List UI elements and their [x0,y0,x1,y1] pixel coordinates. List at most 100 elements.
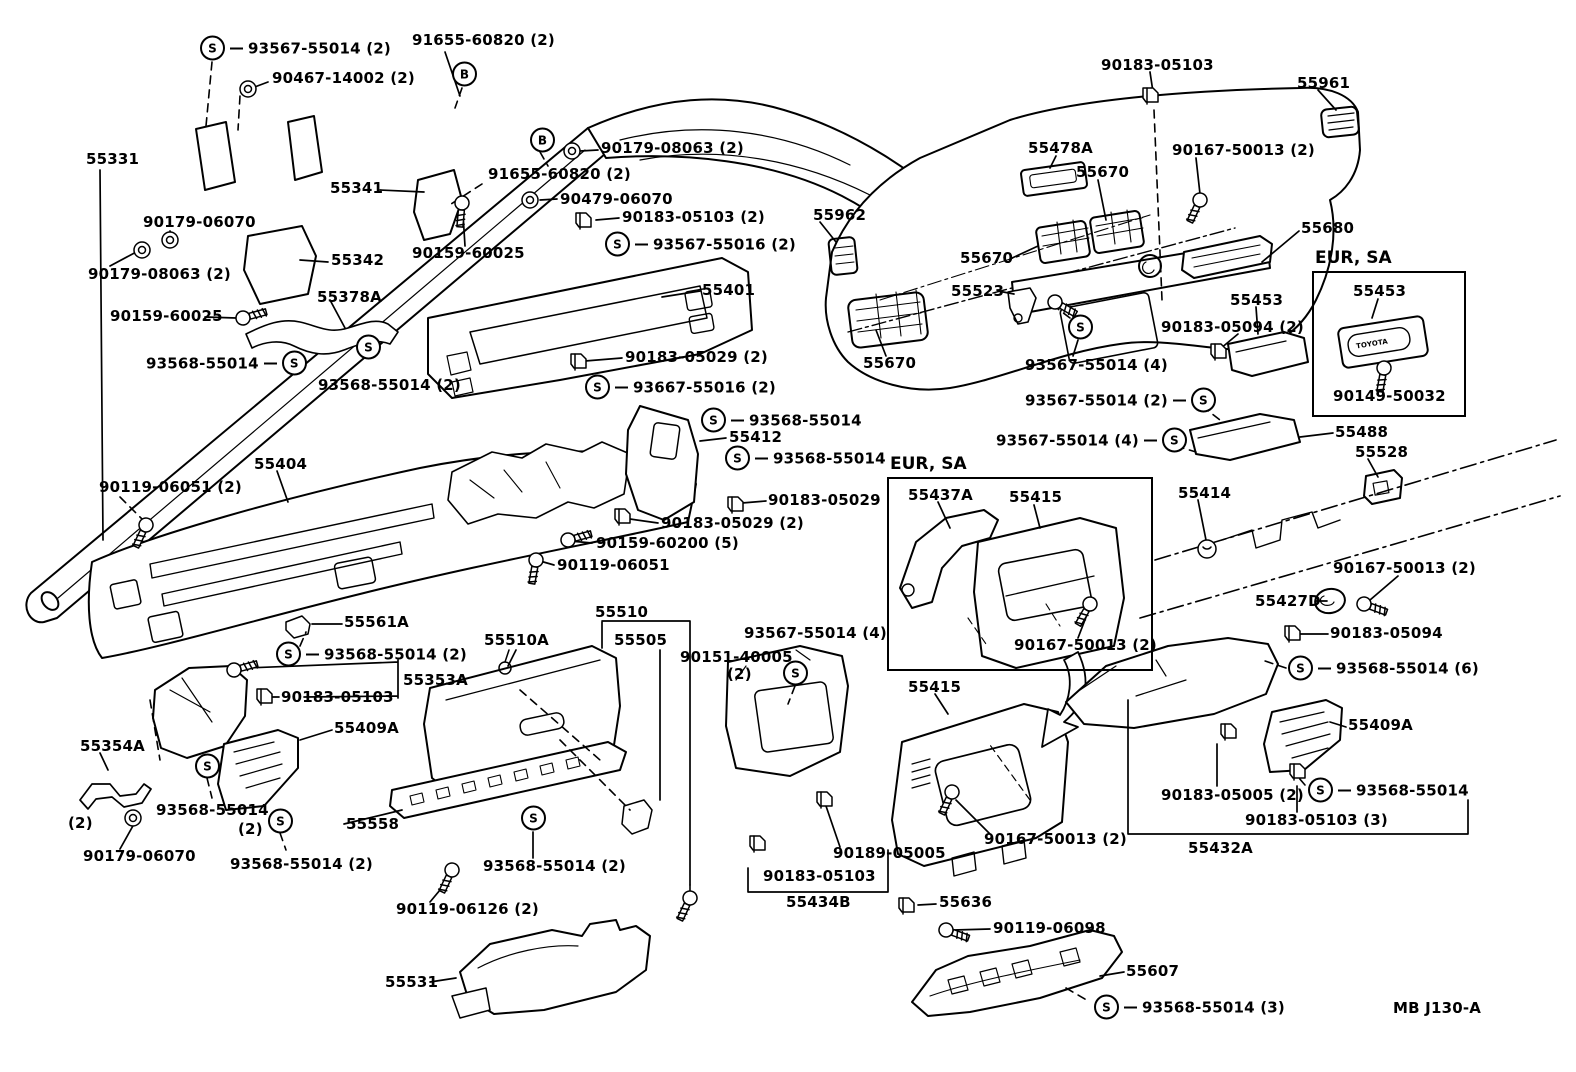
part-number-text: 90179-06070 [143,213,256,231]
part-number-text: 90183-05103 [1101,56,1214,74]
part-number-text: 93567-55014 (2) [248,39,391,57]
part-label: 93568-55014 (2) [318,376,461,394]
drawing-code: MB J130-A [1393,999,1481,1017]
b-marker-icon: B [452,61,477,87]
part-label: 55354A [80,737,145,755]
part-number-text: (2) [238,820,263,838]
part-label: 90167-50013 (2) [1333,559,1476,577]
part-55401-drawing [428,258,752,398]
part-label: 55427D [1255,592,1321,610]
part-label: 90119-06051 (2) [99,478,242,496]
part-label: 90189-05005 [833,844,946,862]
part-label: 55478A [1028,139,1093,157]
part-number-text: (2) [68,814,93,832]
part-label: 55453 [1353,282,1406,300]
part-label: 90183-05103 (2) [622,208,765,226]
part-label: 90183-05094 (2) [1161,318,1304,336]
part-label: 55412 [729,428,782,446]
part-number-text: 93568-55014 (2) [324,645,467,663]
part-number-text: 90167-50013 (2) [1014,636,1157,654]
part-label: (2) [727,665,752,683]
b-marker-icon: B [452,61,477,87]
part-number-text: MB J130-A [1393,999,1482,1017]
s-marker-icon: S [521,805,546,831]
part-label: 90479-06070 [560,190,673,208]
part-label: 90119-06126 (2) [396,900,539,918]
part-number-text: 91655-60820 (2) [488,165,631,183]
b-marker-icon: B [530,127,555,153]
part-number-text: 55636 [939,893,993,911]
part-number-text: 93568-55014 [773,449,886,467]
part-number-text: 90183-05005 (2) [1161,786,1304,804]
part-number-text: 55415 [1009,488,1063,506]
part-number-text: 55528 [1355,443,1409,461]
part-number-text: 55478A [1028,139,1093,157]
part-number-text: 93568-55014 [146,354,259,372]
part-label: 90149-50032 [1333,387,1446,405]
part-label: 93567-55014 (4) [744,624,887,642]
part-number-text: 93567-55014 (2) [1025,391,1168,409]
part-dash-upper-drawing [826,88,1360,390]
s-marker-icon: S [276,641,301,667]
part-label: 55670 [960,249,1013,267]
s-marker-icon: S [585,374,610,400]
part-number-text: 90183-05094 (2) [1161,318,1304,336]
part-label: 90183-05094 [1330,624,1443,642]
s-marker-icon: S [1308,777,1333,803]
s-marker-icon: S [783,660,808,686]
part-number-text: 90119-06051 [557,556,670,574]
part-label: 55415 [1009,488,1062,506]
part-number-text: 90189-05005 [833,844,946,862]
part-number-text: 55437A [908,486,973,504]
part-55353a-drawing [80,616,310,810]
part-number-text: 90179-08063 (2) [88,265,231,283]
part-number-text: 55434B [786,893,851,911]
s-marker-icon: S [605,231,630,257]
part-label: 90179-08063 (2) [601,139,744,157]
part-number-text: 93568-55014 [156,801,269,819]
s-marker-icon: S [1068,314,1093,340]
part-number-text: 93567-55016 (2) [653,235,796,253]
part-number-text: 55523 [951,282,1005,300]
part-number-text: 55331 [86,150,140,168]
part-number-text: 55670 [960,249,1014,267]
s-marker-icon: S [195,753,220,779]
part-label: 55510 [595,603,648,621]
part-label: 55432A [1188,839,1253,857]
part-label: 90167-50013 (2) [1172,141,1315,159]
part-label: 93568-55014 [156,801,269,819]
part-label: 55523 [951,282,1004,300]
part-number-text: 55680 [1301,219,1355,237]
part-number-text: 93567-55014 (4) [1025,356,1168,374]
part-number-text: 55607 [1126,962,1180,980]
part-label: S 93568-55014 (2) [276,641,467,667]
part-label: 55670 [1076,163,1129,181]
part-label: 55531 [385,973,438,991]
part-number-text: 93568-55014 [749,411,862,429]
part-label: 90467-14002 (2) [272,69,415,87]
part-number-text: 55670 [863,354,917,372]
part-label: 90159-60025 [412,244,525,262]
s-marker-icon: S [1161,427,1187,453]
part-label: 90183-05005 (2) [1161,786,1304,804]
part-label: 90183-05029 (2) [625,348,768,366]
part-label: 93567-55014 (2)S [1025,387,1216,413]
part-number-text: 55432A [1188,839,1253,857]
region-caption: EUR, SA [1315,248,1392,268]
part-label: 90119-06098 [993,919,1106,937]
part-number-text: 93567-55014 (4) [744,624,887,642]
part-label: 55680 [1301,219,1354,237]
part-label: 55437A [908,486,973,504]
s-marker-icon: S [281,350,307,376]
part-number-text: 90179-08063 (2) [601,139,744,157]
part-number-text: 55342 [331,251,385,269]
part-label: 93568-55014 (2) [230,855,373,873]
part-label: 55341 [330,179,383,197]
part-label: 55505 [614,631,667,649]
part-label: 93567-55014 (4)S [996,427,1187,453]
part-number-text: 55453 [1230,291,1284,309]
